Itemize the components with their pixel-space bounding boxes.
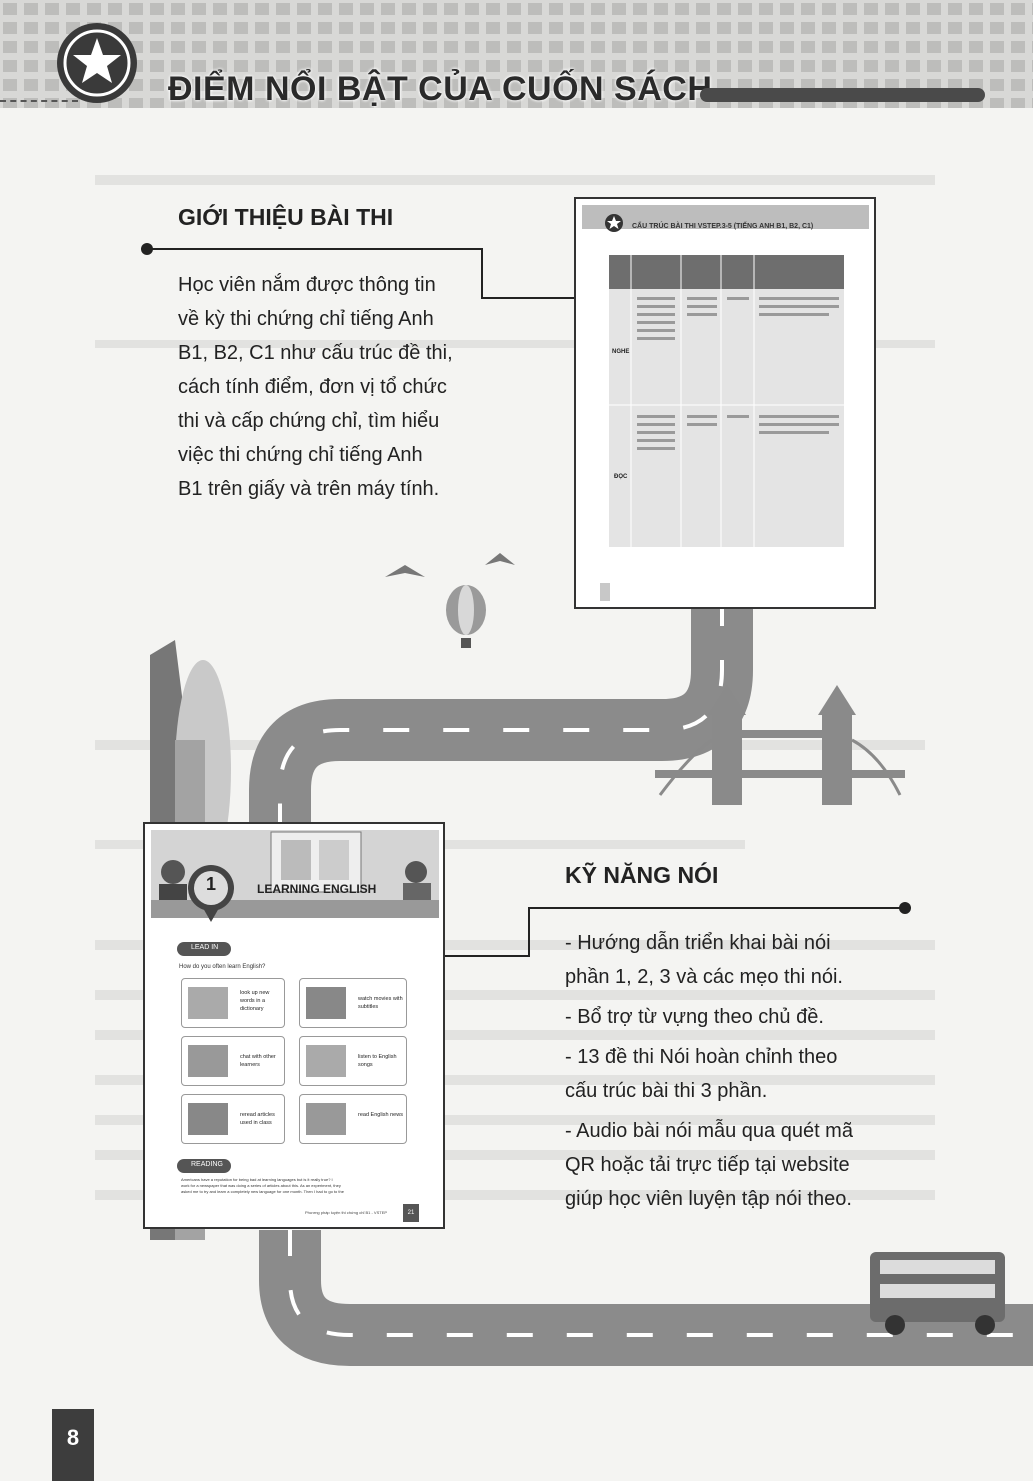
activity-card: read English news bbox=[299, 1094, 407, 1144]
unit-number: 1 bbox=[205, 874, 216, 894]
header-band bbox=[0, 0, 1033, 108]
reading-line: asked me to try and learn a completely n… bbox=[181, 1189, 344, 1194]
activity-card: look up new words in a dictionary bbox=[181, 978, 285, 1028]
header-rule bbox=[700, 88, 985, 102]
star-icon bbox=[57, 23, 137, 103]
thumb-page-number: 21 bbox=[403, 1204, 419, 1222]
thumb-table bbox=[609, 255, 844, 547]
lead-in-question: How do you often learn English? bbox=[179, 964, 266, 970]
thumb-row-label: ĐỌC bbox=[614, 474, 628, 480]
intro-line: thi và cấp chứng chỉ, tìm hiểu bbox=[178, 410, 440, 432]
activity-card: listen to English songs bbox=[299, 1036, 407, 1086]
speaking-line: phần 1, 2, 3 và các mẹo thi nói. bbox=[565, 966, 843, 988]
activity-card: watch movies with subtitles bbox=[299, 978, 407, 1028]
intro-line: về kỳ thi chứng chỉ tiếng Anh bbox=[178, 308, 434, 330]
thumb-row-label: NGHE bbox=[612, 349, 630, 355]
bird-1 bbox=[385, 565, 425, 577]
page-number: 8 bbox=[66, 1425, 80, 1450]
activity-label: watch movies with subtitles bbox=[358, 996, 403, 1010]
reading-line: work for a newspaper that was doing a se… bbox=[181, 1183, 341, 1188]
tower-bridge bbox=[655, 685, 905, 805]
reading-line: Americans have a reputation for being ba… bbox=[181, 1177, 333, 1182]
unit-title: LEARNING ENGLISH bbox=[257, 882, 377, 896]
intro-line: B1, B2, C1 như cấu trúc đề thi, bbox=[178, 342, 453, 364]
header-dashed-line bbox=[0, 100, 78, 102]
intro-line: việc thi chứng chỉ tiếng Anh bbox=[178, 444, 423, 466]
intro-line: B1 trên giấy và trên máy tính. bbox=[178, 478, 440, 500]
activity-image bbox=[306, 1045, 346, 1077]
lead-in-label: LEAD IN bbox=[191, 944, 219, 951]
speaking-line: QR hoặc tải trực tiếp tại website bbox=[565, 1154, 850, 1176]
speaking-line: cấu trúc bài thi 3 phần. bbox=[565, 1080, 768, 1102]
speaking-heading: KỸ NĂNG NÓI bbox=[565, 862, 719, 888]
activity-image bbox=[306, 987, 346, 1019]
unit-number-badge bbox=[188, 865, 234, 922]
double-decker-bus bbox=[870, 1252, 1005, 1335]
thumb-page-tab bbox=[600, 583, 610, 601]
reading-passage: Americans have a reputation for being ba… bbox=[181, 1177, 407, 1195]
activity-label: read English news bbox=[358, 1112, 403, 1118]
intro-line: Học viên nắm được thông tin bbox=[178, 274, 436, 296]
activity-image bbox=[188, 1045, 228, 1077]
activity-image bbox=[188, 987, 228, 1019]
activity-label: chat with other learners bbox=[240, 1054, 276, 1068]
speaking-line: giúp học viên luyện tập nói theo. bbox=[565, 1188, 852, 1210]
page-number-tab bbox=[52, 1409, 94, 1481]
intro-heading: GIỚI THIỆU BÀI THI bbox=[178, 204, 394, 230]
activity-label: look up new words in a dictionary bbox=[240, 990, 270, 1012]
thumb-title: CẤU TRÚC BÀI THI VSTEP.3-5 (TIẾNG ANH B1… bbox=[632, 223, 814, 230]
activity-image bbox=[188, 1103, 228, 1135]
activity-card: chat with other learners bbox=[181, 1036, 285, 1086]
speaking-line: - Bổ trợ từ vựng theo chủ đề. bbox=[565, 1006, 824, 1028]
activity-image bbox=[306, 1103, 346, 1135]
bird-2 bbox=[485, 553, 515, 565]
speaking-description: - Hướng dẫn triển khai bài nói phần 1, 2… bbox=[565, 926, 885, 1216]
background-ghost-text bbox=[95, 175, 935, 1200]
speaking-line: - 13 đề thi Nói hoàn chỉnh theo bbox=[565, 1046, 838, 1068]
intro-connector-line bbox=[141, 243, 585, 299]
thumb-footer: Phương pháp luyện thi chứng chỉ B1 - VST… bbox=[305, 1210, 388, 1215]
reading-label: READING bbox=[191, 1161, 223, 1168]
reading-tag bbox=[177, 1159, 231, 1173]
intro-description: Học viên nắm được thông tin về kỳ thi ch… bbox=[178, 268, 478, 506]
activity-card: reread articles used in class bbox=[181, 1094, 285, 1144]
thumb-header-band bbox=[582, 205, 869, 229]
star-icon bbox=[605, 214, 623, 232]
speaking-line: - Audio bài nói mẫu qua quét mã bbox=[565, 1120, 853, 1142]
speaking-line: - Hướng dẫn triển khai bài nói bbox=[565, 932, 831, 954]
activity-label: listen to English songs bbox=[358, 1054, 397, 1068]
activity-label: reread articles used in class bbox=[240, 1112, 275, 1126]
unit-page-thumbnail: 1 LEARNING ENGLISH LEAD IN How do you of… bbox=[143, 822, 445, 1229]
exam-structure-page-thumbnail: CẤU TRÚC BÀI THI VSTEP.3-5 (TIẾNG ANH B1… bbox=[574, 197, 876, 609]
hot-air-balloon bbox=[446, 585, 486, 648]
lead-in-tag bbox=[177, 942, 231, 956]
intro-line: cách tính điểm, đơn vị tổ chức bbox=[178, 376, 447, 398]
page-header-title: ĐIỂM NỔI BẬT CỦA CUỐN SÁCH bbox=[168, 70, 713, 108]
